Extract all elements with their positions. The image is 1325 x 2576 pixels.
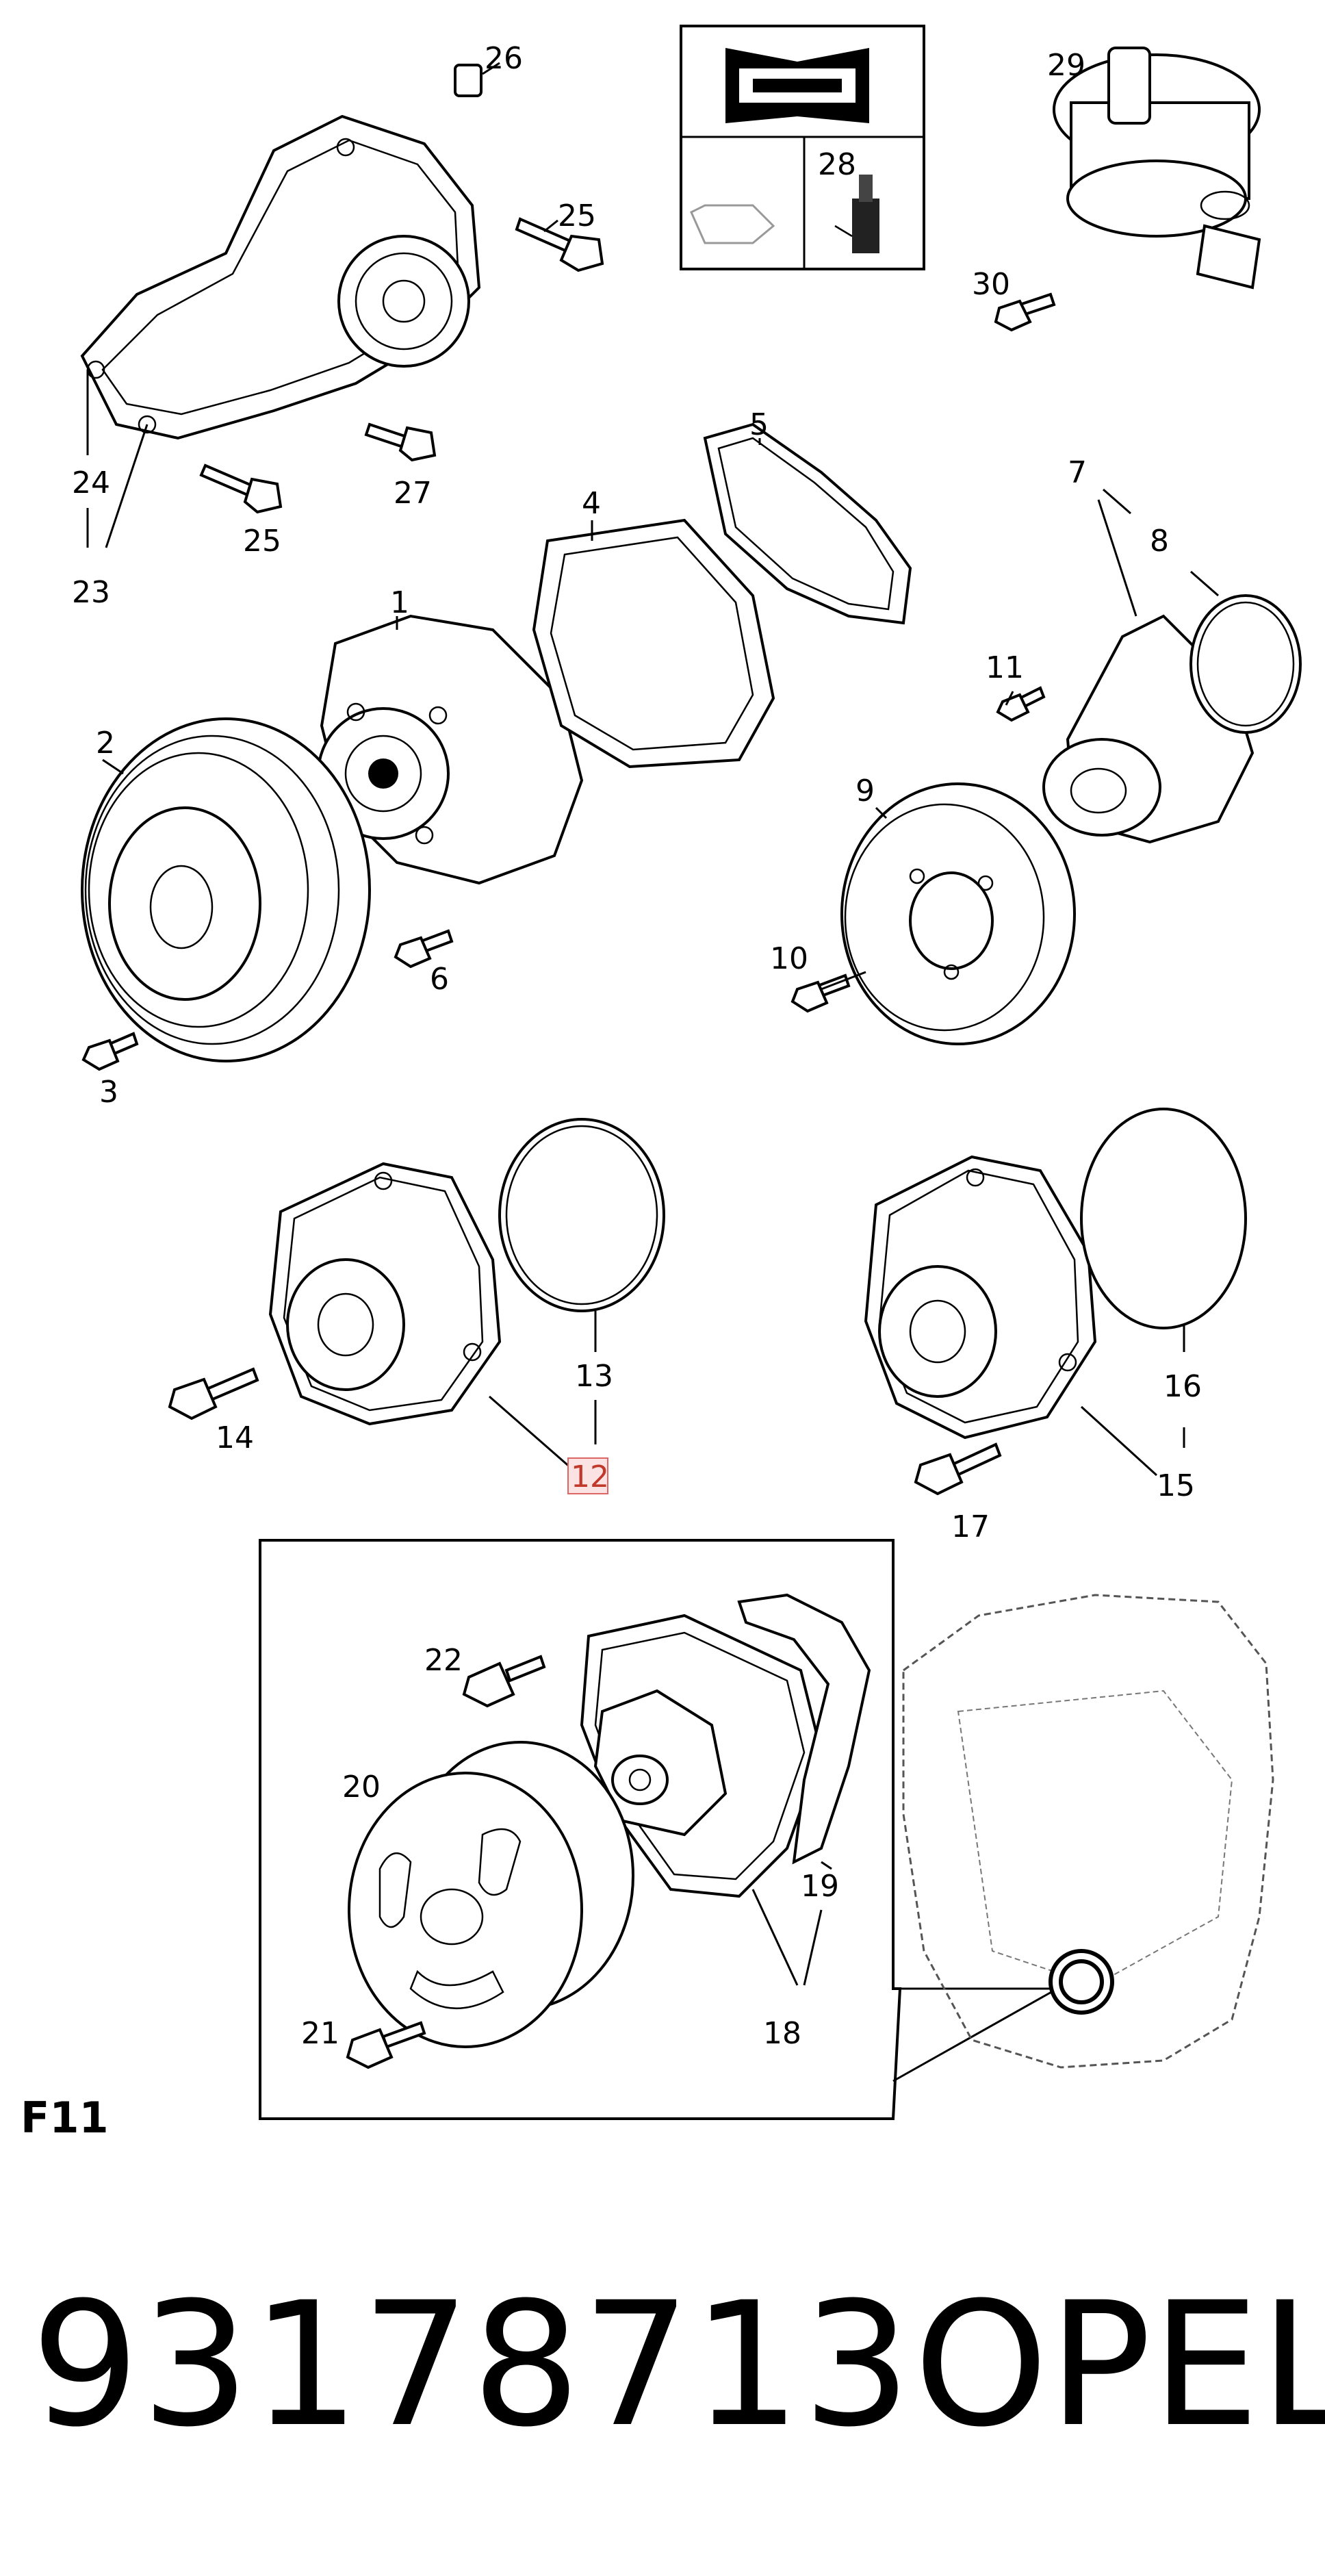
pulley-part-9: [840, 782, 1076, 1045]
sealant-tube-icon-part-28: [834, 175, 879, 253]
pump-housing-part-18: [580, 1614, 823, 1898]
callout-24: 24: [72, 466, 110, 500]
bolt-part-11: [996, 686, 1046, 722]
pulley-part-20: [348, 1741, 634, 2048]
engine-location-sketch: [902, 1594, 1274, 2069]
callout-9: 9: [856, 774, 875, 808]
callout-25: 25: [243, 524, 281, 559]
callout-15: 15: [1157, 1468, 1195, 1503]
callout-30: 30: [972, 267, 1010, 302]
callout-10: 10: [770, 941, 808, 976]
callout-28: 28: [818, 147, 856, 182]
pulley-part-2: [81, 717, 371, 1062]
o-ring-part-8: [1189, 594, 1302, 734]
callout-16: 16: [1163, 1369, 1202, 1404]
callout-1: 1: [390, 585, 409, 620]
callout-27: 26: [485, 41, 523, 76]
part-number: 93178713: [31, 2265, 913, 2464]
callout-12-highlighted: 12: [571, 1459, 609, 1494]
callout-26: 27: [394, 476, 432, 511]
bolt-part-25-upper: [515, 217, 604, 272]
gasket-part-16: [1080, 1108, 1247, 1329]
water-pump-part-12: [268, 1162, 502, 1426]
bolt-part-14: [168, 1367, 259, 1420]
water-pump-part-15: [864, 1155, 1097, 1440]
bolt-part-21: [346, 2021, 426, 2069]
callout-3: 3: [99, 1075, 118, 1110]
leader-lines: [86, 62, 1219, 1986]
callout-25: 25: [558, 199, 596, 233]
callout-21: 21: [301, 2016, 339, 2051]
auxiliary-pump-part-29: [1053, 47, 1261, 290]
bolt-part-22: [462, 1655, 546, 1708]
bolt-part-3: [81, 1032, 139, 1071]
callout-17: 17: [951, 1509, 990, 1544]
callout-2: 2: [96, 726, 115, 761]
callout-18: 18: [763, 2016, 801, 2051]
bolt-part-17: [914, 1442, 1002, 1496]
callout-8: 8: [1150, 524, 1169, 559]
manual-book-icon: [725, 48, 869, 123]
callout-11: 11: [986, 650, 1024, 685]
gasket-part-5: [703, 422, 912, 625]
callout-5: 5: [749, 407, 769, 442]
brand-name: OPEL: [914, 2265, 1325, 2464]
callout-22: 22: [424, 1643, 463, 1678]
timing-cover-assembly: [80, 114, 481, 440]
highlight-box-12: [567, 1457, 608, 1494]
callout-14: 14: [216, 1420, 254, 1455]
callout-29: 29: [1047, 48, 1085, 83]
oil-can-icon: [690, 204, 775, 244]
callout-13: 13: [575, 1359, 613, 1394]
callout-4: 4: [582, 486, 601, 521]
bolt-part-10: [790, 973, 851, 1013]
callout-20: 20: [342, 1770, 381, 1805]
bolt-part-30: [994, 292, 1056, 332]
inset-detail-box: [259, 1539, 1058, 2120]
gasket-part-4: [532, 518, 775, 769]
service-info-box: [680, 25, 925, 270]
sleeve-part-27: [454, 64, 483, 97]
o-ring-part-13: [498, 1118, 665, 1312]
bolt-part-6: [394, 929, 454, 969]
callout-labels: 26 25 24 23 25 27 28 29 30 1 2 3 4 5 6 7…: [21, 41, 1202, 2143]
bolt-part-26: [364, 422, 437, 462]
bolt-part-25-lower: [199, 463, 283, 514]
gasket-part-19: [737, 1593, 871, 1865]
figure-code: F11: [21, 2093, 109, 2143]
callout-19: 19: [801, 1869, 839, 1904]
callout-7: 7: [1068, 455, 1087, 490]
callout-23: 23: [72, 575, 110, 610]
callout-6: 6: [430, 962, 449, 997]
